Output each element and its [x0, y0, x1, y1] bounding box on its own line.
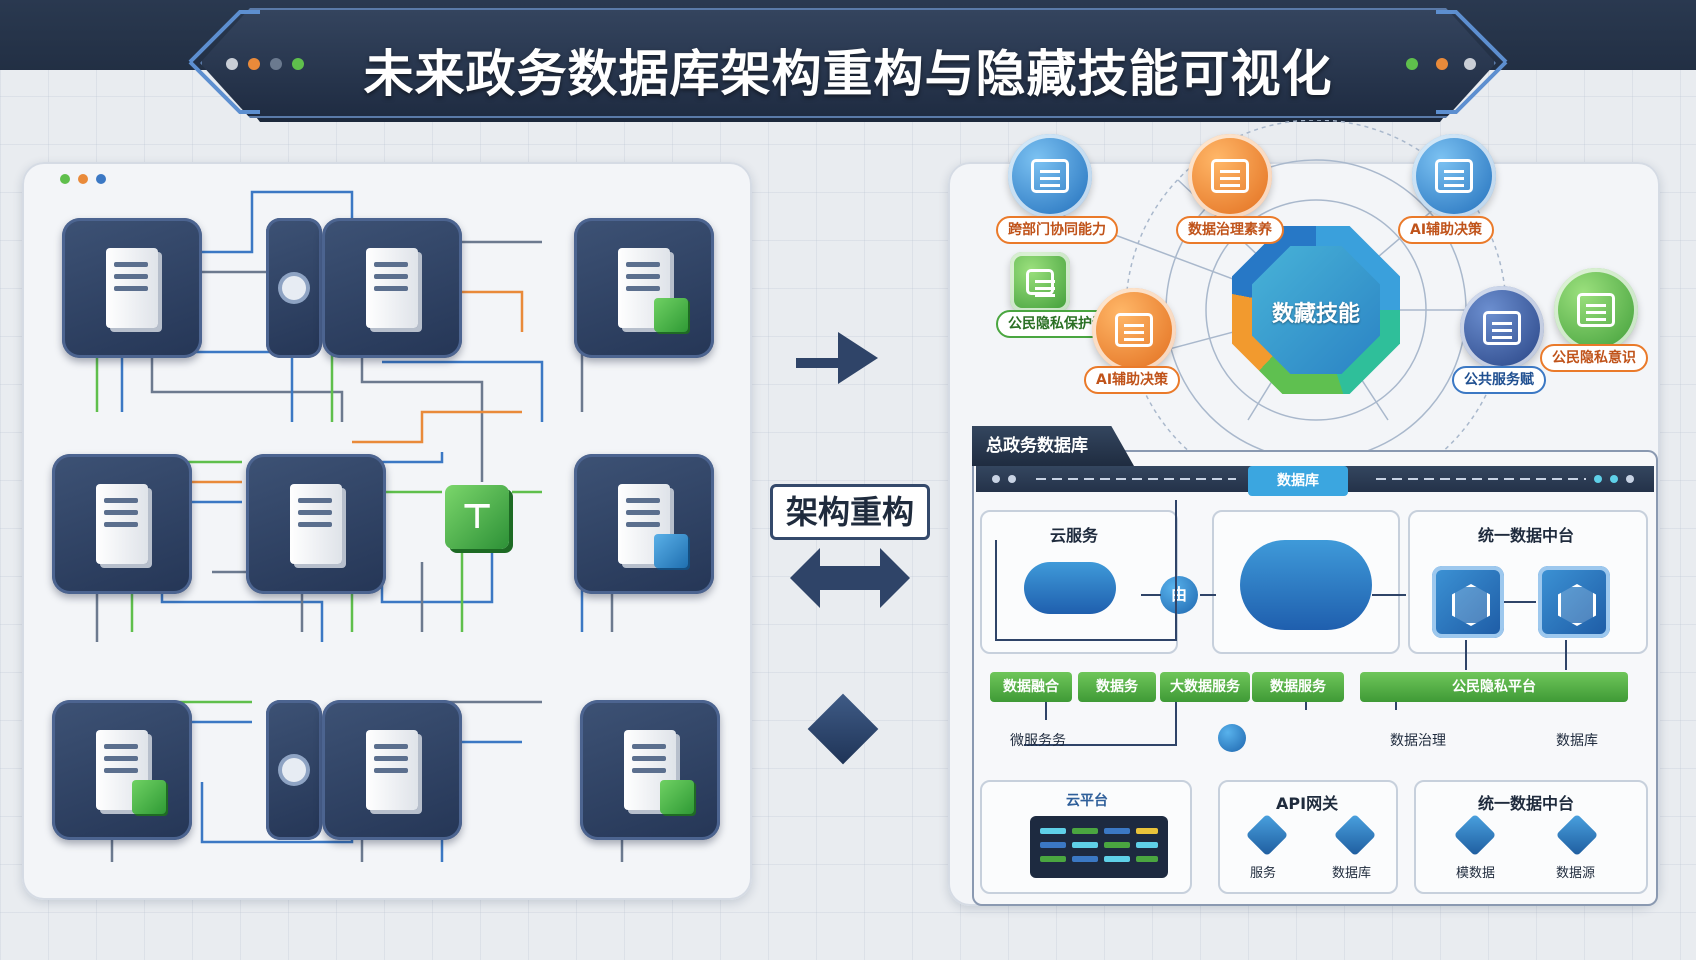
header-dot-green [292, 58, 304, 70]
service-bar-data-service-2[interactable]: 数据服务 [1252, 672, 1344, 702]
skill-tag-cross-department: 跨部门协同能力 [996, 216, 1118, 244]
privacy-eye-icon [1554, 268, 1638, 352]
database-tab-title: 总政务数据库 [972, 426, 1134, 466]
server-icon [366, 248, 418, 328]
header-dot-grey-right [1464, 58, 1476, 70]
storage-cube-icon [660, 780, 694, 814]
legacy-server-1 [62, 218, 202, 358]
dashboard-screen-icon [1030, 816, 1168, 878]
header-decoration [188, 10, 1508, 114]
platform-storage-icon [1538, 566, 1610, 638]
document-icon [1460, 286, 1544, 370]
shield-check-icon [1010, 252, 1070, 312]
legacy-server-5 [246, 454, 386, 594]
header-dot-orange-right [1436, 58, 1448, 70]
skill-tag-data-governance: 数据治理素养 [1176, 216, 1284, 244]
service-bar-data-fusion[interactable]: 数据融合 [990, 672, 1072, 702]
platform2-item-model: 模数据 [1456, 866, 1496, 881]
sub-label-governance: 数据治理 [1390, 733, 1446, 749]
storage-cube-icon [654, 534, 688, 568]
header-dot-dark [270, 58, 282, 70]
data-platform-title-2: 统一数据中台 [1478, 794, 1575, 813]
legacy-server-3 [574, 218, 714, 358]
hidden-skill-center-label: 数藏技能 [1271, 302, 1360, 327]
header-dot-orange [248, 58, 260, 70]
server-icon [290, 484, 342, 564]
window-dot-green [60, 174, 70, 184]
sub-label-database: 数据库 [1556, 733, 1598, 749]
legacy-server-4 [52, 454, 192, 594]
briefcase-icon [1092, 288, 1176, 372]
cloud-service-label: 云服务 [1050, 526, 1099, 545]
service-bar-privacy-platform[interactable]: 公民隐私平台 [1360, 672, 1628, 702]
server-icon [96, 484, 148, 564]
cloud-platform-label: 云平台 [1066, 793, 1108, 809]
api-item-service: 服务 [1250, 866, 1277, 881]
api-gateway-title: API网关 [1276, 794, 1339, 813]
database-flow-lines [995, 500, 1567, 746]
platform-node-icon [1432, 566, 1504, 638]
central-hub-cube-icon: ⊤ [445, 485, 509, 549]
page-title: 未来政务数据库架构重构与隐藏技能可视化 [363, 45, 1333, 103]
skill-tag-ai-decision-2: AI辅助决策 [1084, 366, 1181, 394]
platform2-item-source: 数据源 [1556, 866, 1596, 881]
chart-analytics-icon [1008, 134, 1092, 218]
server-icon [366, 730, 418, 810]
legacy-server-8 [322, 700, 462, 840]
data-platform-box-2 [1414, 780, 1648, 894]
transition-arrows [790, 332, 910, 608]
window-dot-orange [78, 174, 88, 184]
service-bar-data-service[interactable]: 数据务 [1078, 672, 1156, 702]
header-plate [200, 8, 1496, 118]
ai-screen-icon [1412, 134, 1496, 218]
legacy-switch-1 [266, 218, 322, 358]
data-platform-label: 统一数据中台 [1478, 526, 1575, 545]
skill-tag-privacy-awareness: 公民隐私意识 [1540, 344, 1648, 372]
api-item-database: 数据库 [1332, 866, 1372, 881]
legacy-switch-2 [266, 700, 322, 840]
server-icon [618, 484, 670, 564]
legacy-server-2 [322, 218, 462, 358]
legacy-server-9 [580, 700, 720, 840]
database-strip-chip[interactable]: 数据库 [1248, 466, 1348, 496]
skill-tag-public-service: 公共服务赋 [1452, 366, 1546, 394]
header-dot-grey [226, 58, 238, 70]
legacy-server-7 [52, 700, 192, 840]
header-dot-green-right [1406, 58, 1418, 70]
skill-tag-ai-decision: AI辅助决策 [1398, 216, 1495, 244]
window-dot-blue [96, 174, 106, 184]
restructure-label: 架构重构 [770, 484, 930, 540]
gateway-link-icon[interactable] [1218, 724, 1246, 752]
storage-cube-icon [654, 298, 688, 332]
legacy-server-6 [574, 454, 714, 594]
storage-cube-icon [132, 780, 166, 814]
toolbar-strip-decoration [992, 475, 1634, 483]
hidden-skill-octagon-core [1252, 246, 1380, 374]
cloud-service-icon [1024, 562, 1116, 614]
gear-network-icon [1188, 134, 1272, 218]
hub-node-icon[interactable]: 由 [1160, 576, 1198, 614]
server-icon [106, 248, 158, 328]
sub-label-microservice: 微服务务 [1010, 733, 1066, 749]
service-bar-bigdata[interactable]: 大数据服务 [1160, 672, 1250, 702]
cloud-core-icon [1240, 540, 1372, 630]
